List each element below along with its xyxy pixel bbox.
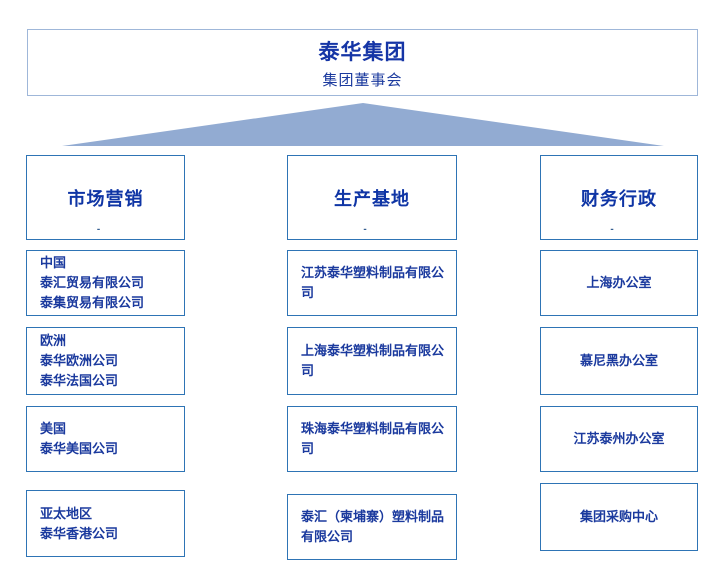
org-box-munich-office: 慕尼黑办公室	[540, 327, 698, 395]
org-box-shanghai-office: 上海办公室	[540, 250, 698, 316]
org-box-zhuhai-plant: 珠海泰华塑料制品有限公司	[287, 406, 457, 472]
org-box-line: 泰集贸易有限公司	[40, 295, 145, 310]
org-box-line: 欧洲	[40, 333, 67, 348]
root-box: 泰华集团 集团董事会	[27, 29, 698, 96]
column-header-marketing: 市场营销 -	[26, 155, 185, 240]
header-mark: -	[96, 224, 101, 235]
connector-triangle	[62, 103, 664, 146]
org-box-cambodia-plant: 泰汇（柬埔寨）塑料制品有限公司	[287, 494, 457, 560]
org-box-line: 美国	[40, 421, 67, 436]
org-box-line: 江苏泰州办公室	[573, 431, 665, 446]
column-header-label: 市场营销	[67, 188, 144, 209]
org-box-shanghai-plant: 上海泰华塑料制品有限公司	[287, 327, 457, 395]
column-header-finance-admin: 财务行政 -	[540, 155, 698, 240]
org-box-line: 泰汇（柬埔寨）塑料制品有限公司	[301, 509, 445, 544]
org-box-line: 泰汇贸易有限公司	[40, 275, 145, 290]
board-subtitle: 集团董事会	[322, 71, 403, 89]
org-box-line: 上海泰华塑料制品有限公司	[301, 343, 445, 378]
group-title: 泰华集团	[318, 40, 407, 64]
org-box-line: 江苏泰华塑料制品有限公司	[301, 265, 445, 300]
org-box-line: 珠海泰华塑料制品有限公司	[301, 421, 445, 456]
org-box-line: 泰华欧洲公司	[40, 353, 119, 368]
org-box-line: 泰华香港公司	[40, 525, 119, 541]
org-box-line: 慕尼黑办公室	[579, 353, 658, 368]
org-box-line: 亚太地区	[40, 505, 93, 521]
org-box-usa: 美国 泰华美国公司	[26, 406, 185, 472]
org-box-line: 泰华法国公司	[40, 373, 119, 388]
header-mark: -	[610, 224, 614, 235]
org-box-line: 集团采购中心	[579, 509, 658, 524]
org-box-line: 泰华美国公司	[40, 441, 119, 456]
org-box-china: 中国 泰汇贸易有限公司 泰集贸易有限公司	[26, 250, 185, 316]
column-header-label: 生产基地	[334, 188, 410, 209]
header-mark: -	[363, 224, 367, 235]
column-header-production: 生产基地 -	[287, 155, 457, 240]
org-box-asia-pacific: 亚太地区 泰华香港公司	[26, 490, 185, 557]
org-box-purchasing-center: 集团采购中心	[540, 483, 698, 551]
org-box-europe: 欧洲 泰华欧洲公司 泰华法国公司	[26, 327, 185, 395]
org-box-taizhou-office: 江苏泰州办公室	[540, 406, 698, 472]
org-box-line: 上海办公室	[586, 275, 652, 290]
org-box-jiangsu-plant: 江苏泰华塑料制品有限公司	[287, 250, 457, 316]
column-header-label: 财务行政	[581, 188, 657, 209]
org-box-line: 中国	[40, 255, 67, 270]
